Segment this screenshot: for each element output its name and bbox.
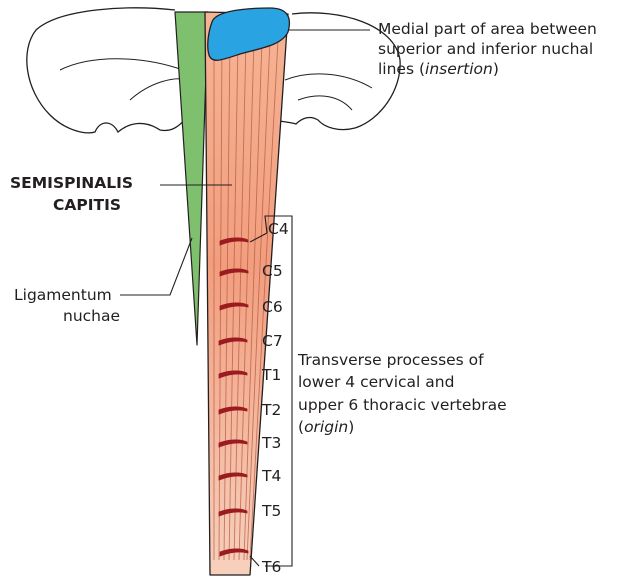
ligament-label-line2: nuchae bbox=[63, 307, 120, 326]
origin-term: origin bbox=[304, 418, 348, 436]
segment-label-c7: C7 bbox=[262, 332, 283, 350]
segment-label-t2: T2 bbox=[262, 401, 281, 419]
segment-label-t6: T6 bbox=[262, 558, 281, 576]
insertion-label-line1: Medial part of area between bbox=[378, 20, 597, 39]
origin-label-line2: lower 4 cervical and bbox=[298, 373, 454, 392]
segment-label-c5: C5 bbox=[262, 262, 283, 280]
origin-label-line3: upper 6 thoracic vertebrae bbox=[298, 396, 507, 415]
muscle-label-line2: CAPITIS bbox=[53, 196, 121, 215]
origin-label-line1: Transverse processes of bbox=[298, 351, 484, 370]
segment-label-t3: T3 bbox=[262, 434, 281, 452]
segment-label-t1: T1 bbox=[262, 366, 281, 384]
insertion-label-line2: superior and inferior nuchal bbox=[378, 40, 593, 59]
segment-label-t4: T4 bbox=[262, 467, 281, 485]
ligamentum-nuchae-shape bbox=[175, 12, 208, 345]
insertion-label-line3: lines (insertion) bbox=[378, 60, 499, 79]
segment-label-t5: T5 bbox=[262, 502, 281, 520]
segment-label-c6: C6 bbox=[262, 298, 283, 316]
ligament-label-line1: Ligamentum bbox=[14, 286, 112, 305]
segment-label-c4: C4 bbox=[268, 220, 289, 238]
insertion-term: insertion bbox=[425, 60, 493, 78]
ligament-leader-line bbox=[120, 238, 192, 295]
muscle-label-line1: SEMISPINALIS bbox=[10, 174, 133, 193]
origin-label-line4: (origin) bbox=[298, 418, 354, 437]
